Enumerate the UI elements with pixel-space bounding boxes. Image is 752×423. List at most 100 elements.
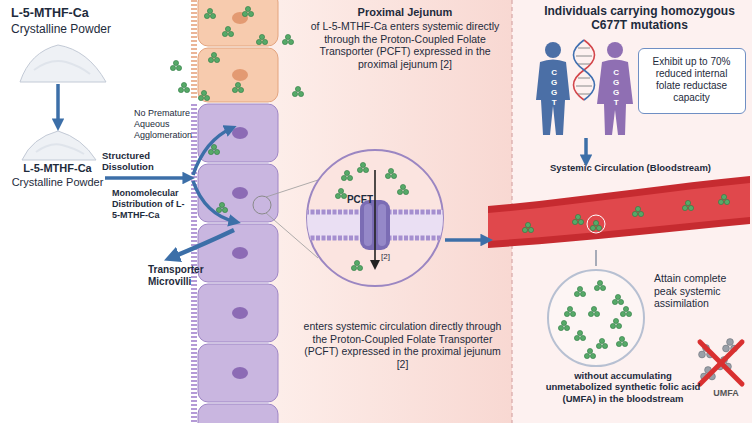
folate-molecules xyxy=(178,82,189,92)
assimilation-zoom xyxy=(558,320,569,330)
bloodstream-band xyxy=(488,162,750,250)
assimilation-zoom xyxy=(574,330,585,340)
flow-arrow xyxy=(445,238,488,242)
assimilation-zoom xyxy=(610,318,621,328)
node-text: PCFT xyxy=(329,194,373,206)
assimilation-zoom xyxy=(612,294,623,304)
bloodstream-band xyxy=(522,222,533,232)
powder-node: L-5-MTHF-CaCrystalline Powder xyxy=(10,126,105,210)
dna-helix xyxy=(574,40,595,100)
dna-helix xyxy=(574,40,595,100)
person-figures xyxy=(597,60,633,136)
epithelium-cells xyxy=(198,404,278,423)
epithelium-cells xyxy=(191,104,197,423)
powder-pile xyxy=(34,61,90,74)
dna-helix xyxy=(576,86,592,87)
epithelium-cells xyxy=(232,367,248,379)
node-text: Proximal Jejunum xyxy=(310,6,500,19)
flow-arrow xyxy=(193,128,232,175)
person-figures xyxy=(536,60,570,136)
folate-molecules xyxy=(292,86,303,96)
node-text: Crystalline Powder xyxy=(10,176,105,189)
folate-molecules xyxy=(198,90,209,100)
folate-molecules xyxy=(170,6,303,212)
node-text: Attain complete peak systemic assimilati… xyxy=(654,272,746,310)
epithelium-cells xyxy=(232,69,248,81)
epithelium-cells xyxy=(198,284,278,342)
node-text: [2] xyxy=(381,252,403,262)
person-figures xyxy=(536,42,633,135)
folate-molecules xyxy=(216,202,227,212)
assimilation-zoom xyxy=(596,338,607,348)
zoom-leader xyxy=(595,250,597,266)
jejunum-background xyxy=(270,0,512,423)
assimilation-zoom xyxy=(574,286,585,296)
annotation-label: CGGT xyxy=(549,68,559,108)
node-text: Systemic Circulation (Bloodstream) xyxy=(550,162,740,173)
folate-molecules xyxy=(222,26,233,36)
bloodstream-band xyxy=(590,220,601,230)
node-text: enters systemic circulation directly thr… xyxy=(300,320,505,370)
node-text: of L-5-MTHF-Ca enters systemic directly … xyxy=(310,20,500,70)
node-text: L-5-MTHF-Ca xyxy=(10,162,105,175)
folate-molecules xyxy=(256,34,267,44)
node-text: Crystalline Powder xyxy=(11,22,119,36)
flow-arrow xyxy=(105,176,190,180)
bloodstream-band xyxy=(632,206,643,216)
person-figures xyxy=(545,42,561,58)
bloodstream-band xyxy=(718,194,729,204)
annotation-label: Transporter Microvilli xyxy=(148,264,233,288)
epithelium-cells xyxy=(191,0,197,100)
node-text: without accumulating unmetabolized synth… xyxy=(544,370,702,404)
population-panel: Individuals carrying homozygous C677T mu… xyxy=(514,2,750,138)
pcft-zoom-circle xyxy=(364,204,372,246)
annotation-label: Monomolecular Distribution of L-5-MTHF-C… xyxy=(112,188,190,220)
annotation-label: No Premature Aqueous Agglomeration xyxy=(134,108,192,140)
pcft-zoom-circle xyxy=(397,184,408,194)
dna-helix xyxy=(578,94,590,95)
pcft-zoom-circle xyxy=(370,260,380,270)
pcft-zoom-circle xyxy=(351,260,362,270)
bloodstream-band xyxy=(488,176,750,248)
jejunum-panel: Proximal Jejunumof L-5-MTHF-Ca enters sy… xyxy=(190,0,512,423)
folate-molecules xyxy=(208,52,219,62)
pcft-zoom-circle xyxy=(374,170,376,261)
annotation-label: CGGT xyxy=(611,68,621,108)
dna-helix xyxy=(574,40,595,100)
powder-pile xyxy=(36,144,84,154)
pcft-zoom-circle xyxy=(357,162,368,172)
epithelium-cells xyxy=(232,187,248,199)
bloodstream-band xyxy=(587,215,605,233)
assimilation-zoom xyxy=(588,306,599,316)
flow-arrow xyxy=(584,138,588,162)
epithelium-cells xyxy=(198,344,278,402)
bloodstream-band xyxy=(572,214,583,224)
dna-helix xyxy=(576,56,592,57)
node-text: Individuals carrying homozygous C677T mu… xyxy=(532,4,747,33)
zoom-indicator xyxy=(253,196,271,214)
folate-molecules xyxy=(242,6,253,16)
powder-pile xyxy=(22,131,96,160)
assimilation-zoom xyxy=(594,280,605,290)
epithelium-cells xyxy=(198,0,278,46)
folate-molecules xyxy=(204,8,215,18)
assimilation-zoom xyxy=(616,336,627,346)
assimilation-zoom xyxy=(564,306,575,316)
bloodstream-band: Systemic Circulation (Bloodstream) xyxy=(488,162,750,250)
epithelium-cells xyxy=(198,224,278,282)
powder-pile xyxy=(22,131,96,160)
epithelium-cells xyxy=(198,48,278,102)
dna-helix xyxy=(578,64,590,65)
pcft-zoom-circle xyxy=(335,188,346,198)
powder-node: L-5-MTHF-CaCrystalline Powder xyxy=(5,4,120,84)
flow-arrow xyxy=(193,181,236,222)
epithelium-cells xyxy=(198,104,278,162)
pcft-zoom-circle xyxy=(341,170,352,180)
folate-molecules xyxy=(282,34,293,44)
folate-molecules xyxy=(170,60,181,70)
person-figures xyxy=(607,42,623,58)
assimilation-zoom xyxy=(548,270,644,366)
